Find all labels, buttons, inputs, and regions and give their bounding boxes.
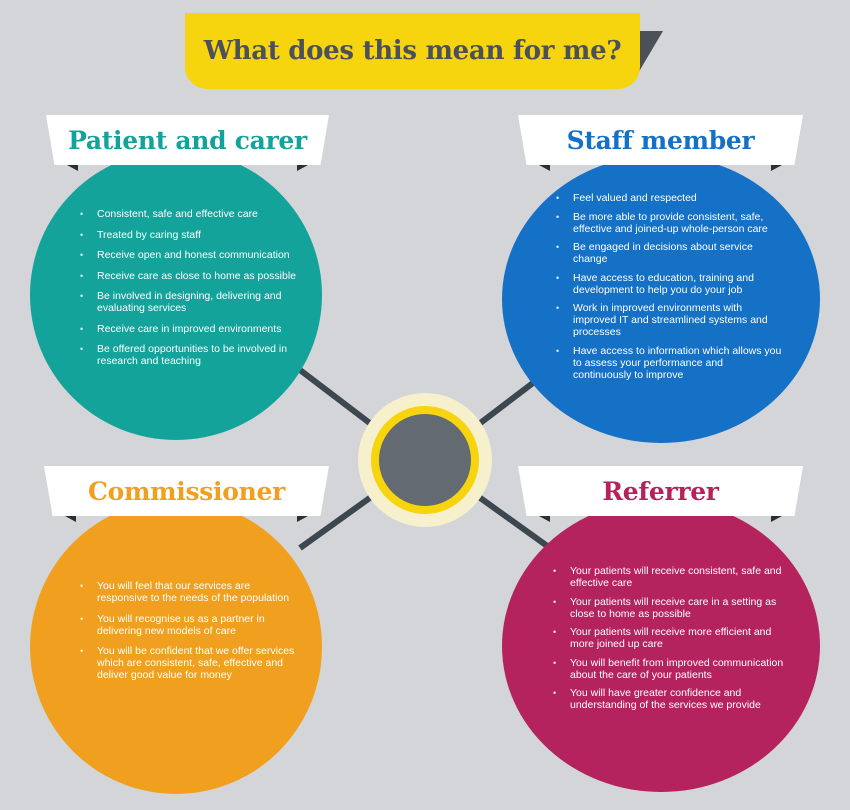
staff-heading: Staff member [566,125,755,155]
ribbon-face: Commissioner [44,466,329,516]
list-item: Be engaged in decisions about service ch… [556,241,784,265]
list-item: You will recognise us as a partner in de… [80,613,300,637]
list-item: Have access to information which allows … [556,345,784,381]
patient-heading: Patient and carer [68,125,307,155]
list-item: Be more able to provide consistent, safe… [556,211,784,235]
title-banner-face: What does this mean for me? [185,13,640,89]
page-title: What does this mean for me? [203,36,622,66]
hub-core [379,414,471,506]
title-banner: What does this mean for me? [185,13,663,89]
list-item: Work in improved environments with impro… [556,302,784,338]
staff-ribbon: Staff member [518,115,803,173]
list-item: You will benefit from improved communica… [553,657,785,681]
list-item: Have access to education, training and d… [556,272,784,296]
list-item: Feel valued and respected [556,192,784,204]
referrer-ribbon: Referrer [518,466,803,524]
list-item: Receive care as close to home as possibl… [80,270,300,282]
staff-list: Feel valued and respected Be more able t… [556,192,784,387]
list-item: You will feel that our services are resp… [80,580,300,604]
list-item: Receive care in improved environments [80,323,300,335]
list-item: Treated by caring staff [80,229,300,241]
referrer-heading: Referrer [602,476,719,506]
commissioner-heading: Commissioner [88,476,285,506]
list-item: Be involved in designing, delivering and… [80,290,300,314]
referrer-list: Your patients will receive consistent, s… [553,565,785,718]
patient-list: Consistent, safe and effective care Trea… [80,208,300,376]
list-item: Your patients will receive care in a set… [553,596,785,620]
list-item: Be offered opportunities to be involved … [80,343,300,367]
ribbon-face: Patient and carer [46,115,329,165]
patient-ribbon: Patient and carer [46,115,329,173]
ribbon-face: Staff member [518,115,803,165]
title-banner-fold [637,31,663,75]
commissioner-ribbon: Commissioner [44,466,329,524]
list-item: Your patients will receive more efficien… [553,626,785,650]
list-item: Consistent, safe and effective care [80,208,300,220]
list-item: Your patients will receive consistent, s… [553,565,785,589]
list-item: Receive open and honest communication [80,249,300,261]
commissioner-list: You will feel that our services are resp… [80,580,300,690]
list-item: You will have greater confidence and und… [553,687,785,711]
list-item: You will be confident that we offer serv… [80,645,300,681]
ribbon-face: Referrer [518,466,803,516]
